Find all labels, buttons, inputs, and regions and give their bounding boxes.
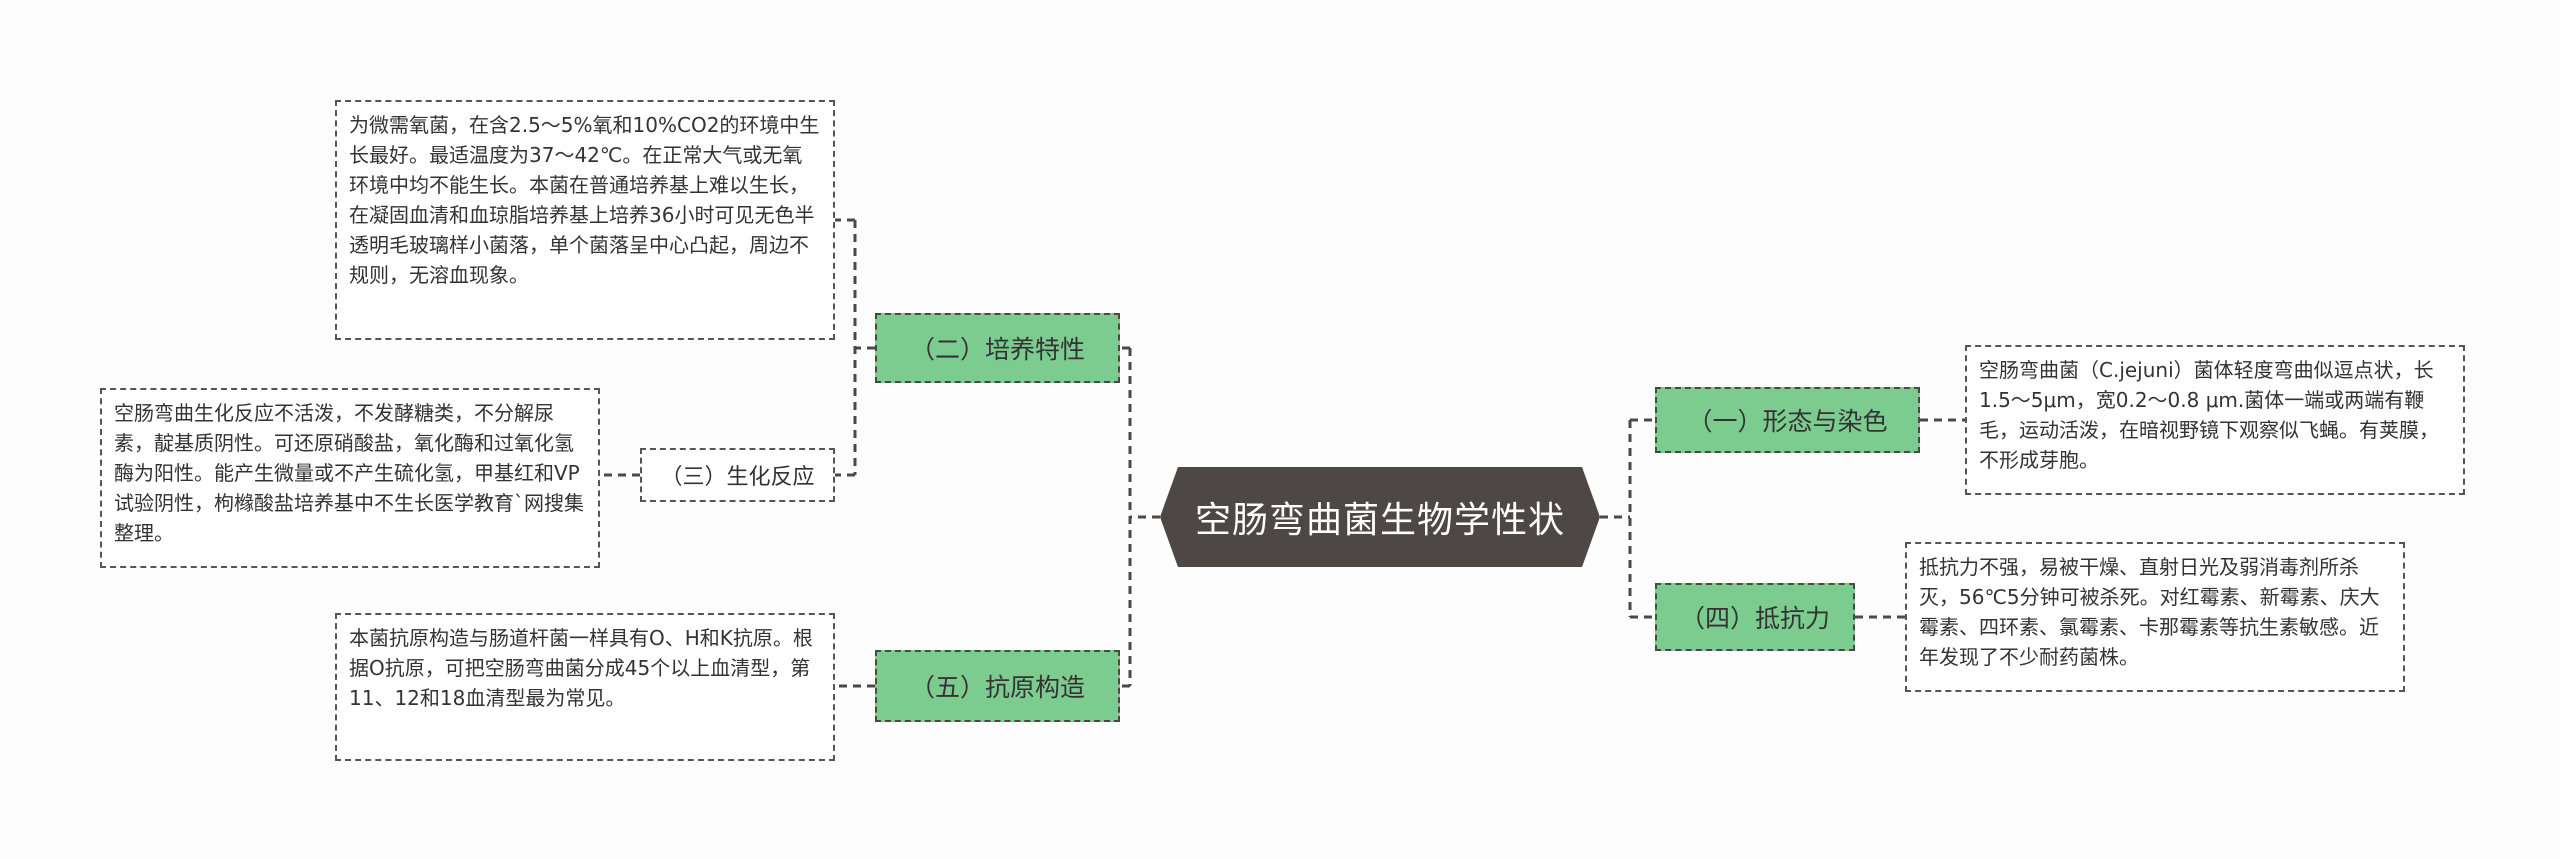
branch-resistance-label: （四）抵抗力 [1679, 604, 1830, 633]
detail-biochemistry-text: 空肠弯曲生化反应不活泼，不发酵糖类，不分解尿素，靛基质阴性。可还原硝酸盐，氧化酶… [114, 401, 584, 545]
root-topic[interactable]: 空肠弯曲菌生物学性状 [1160, 467, 1600, 567]
detail-culture[interactable]: 为微需氧菌，在含2.5～5%氧和10%CO2的环境中生长最好。最适温度为37～4… [335, 100, 835, 340]
branch-antigen-label: （五）抗原构造 [909, 673, 1085, 702]
branch-resistance[interactable]: （四）抵抗力 [1655, 583, 1855, 651]
branch-morphology-label: （一）形态与染色 [1687, 407, 1888, 436]
detail-morphology-text: 空肠弯曲菌（C.jejuni）菌体轻度弯曲似逗点状，长1.5～5μm，宽0.2～… [1979, 358, 2439, 472]
detail-culture-text: 为微需氧菌，在含2.5～5%氧和10%CO2的环境中生长最好。最适温度为37～4… [349, 113, 820, 287]
detail-biochemistry[interactable]: 空肠弯曲生化反应不活泼，不发酵糖类，不分解尿素，靛基质阴性。可还原硝酸盐，氧化酶… [100, 388, 600, 568]
sub-biochemistry-label: （三）生化反应 [660, 465, 815, 490]
root-title: 空肠弯曲菌生物学性状 [1194, 500, 1565, 541]
connector-culture-children [835, 218, 875, 477]
branch-culture-label: （二）培养特性 [909, 335, 1085, 364]
detail-antigen[interactable]: 本菌抗原构造与肠道杆菌一样具有O、H和K抗原。根据O抗原，可把空肠弯曲菌分成45… [335, 613, 835, 761]
detail-morphology[interactable]: 空肠弯曲菌（C.jejuni）菌体轻度弯曲似逗点状，长1.5～5μm，宽0.2～… [1965, 345, 2465, 495]
detail-resistance[interactable]: 抵抗力不强，易被干燥、直射日光及弱消毒剂所杀灭，56℃5分钟可被杀死。对红霉素、… [1905, 542, 2405, 692]
branch-antigen[interactable]: （五）抗原构造 [875, 650, 1120, 722]
detail-antigen-text: 本菌抗原构造与肠道杆菌一样具有O、H和K抗原。根据O抗原，可把空肠弯曲菌分成45… [349, 626, 813, 710]
sub-biochemistry[interactable]: （三）生化反应 [640, 448, 835, 502]
branch-culture[interactable]: （二）培养特性 [875, 313, 1120, 383]
detail-resistance-text: 抵抗力不强，易被干燥、直射日光及弱消毒剂所杀灭，56℃5分钟可被杀死。对红霉素、… [1919, 555, 2380, 669]
branch-morphology[interactable]: （一）形态与染色 [1655, 387, 1920, 453]
connector-root-right [1600, 418, 1655, 619]
connector-root-left [1120, 346, 1160, 688]
